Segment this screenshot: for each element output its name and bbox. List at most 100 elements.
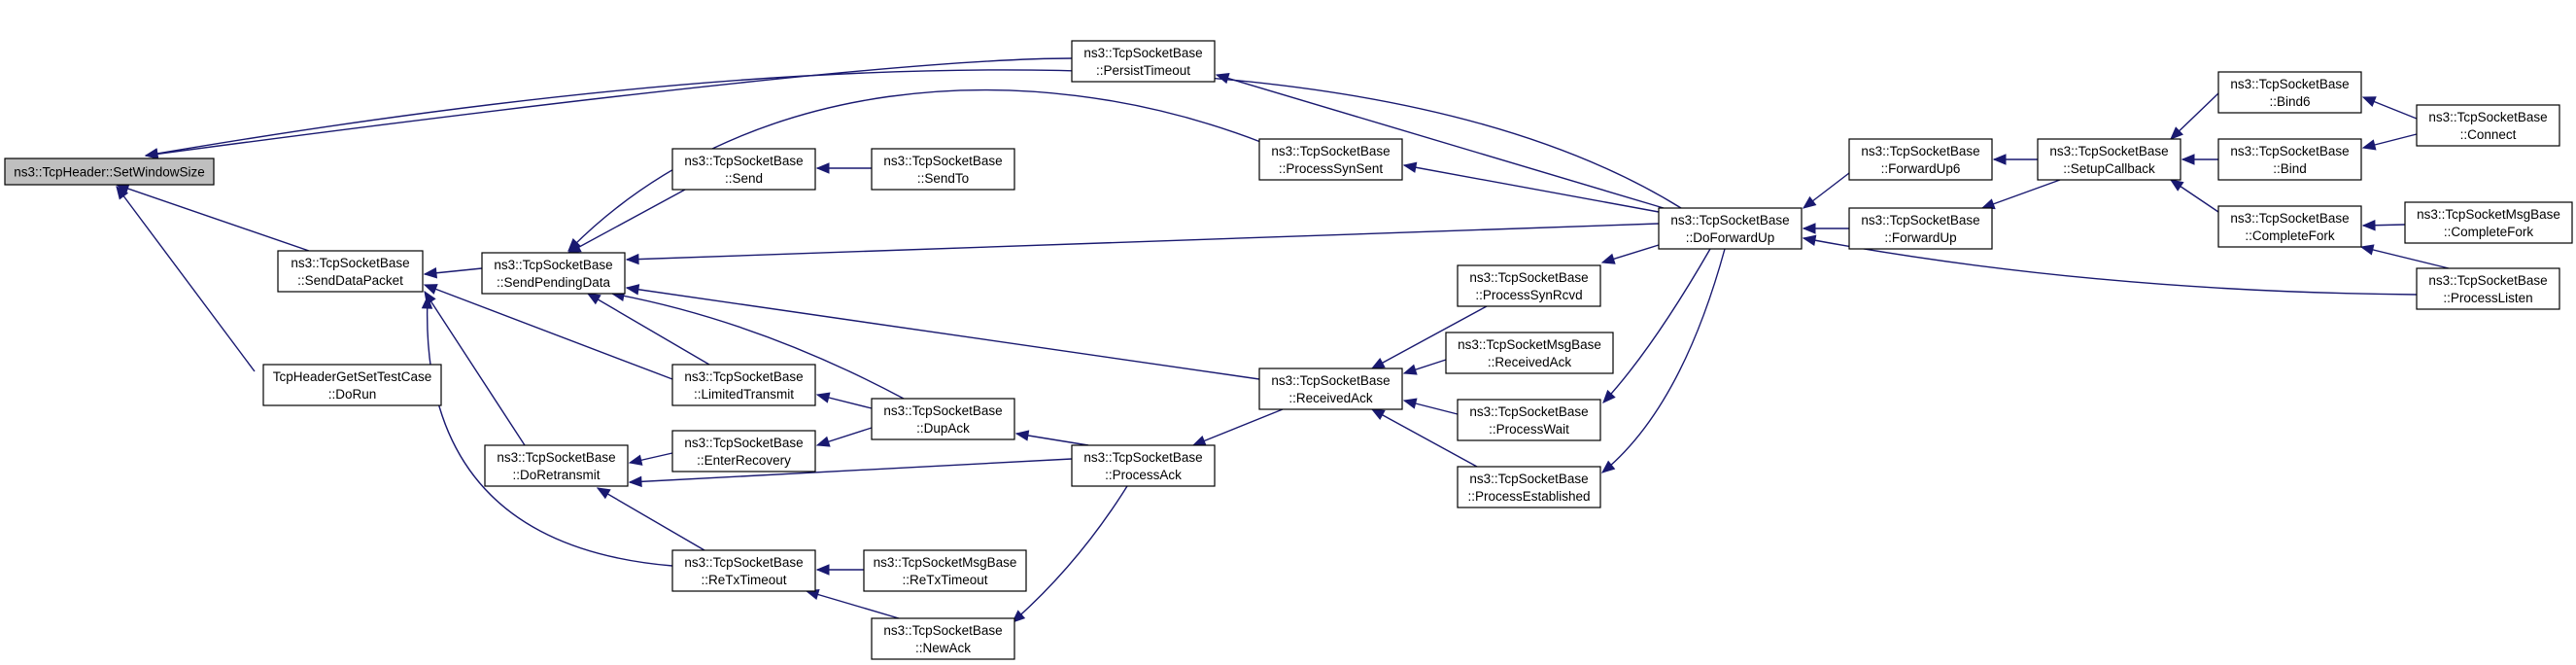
node-box[interactable] bbox=[1848, 207, 1993, 250]
node-box[interactable] bbox=[2404, 201, 2573, 244]
node-box[interactable] bbox=[4, 158, 215, 186]
node-box[interactable] bbox=[2217, 205, 2362, 248]
edge-retxtimeout-to-doretransmit bbox=[596, 487, 705, 551]
edge-doforwardup-to-processwait bbox=[1602, 248, 1711, 403]
node-sendto[interactable]: ns3::TcpSocketBase::SendTo bbox=[871, 148, 1015, 191]
node-box[interactable] bbox=[2416, 267, 2560, 310]
node-label: ::DoRetransmit bbox=[512, 468, 600, 482]
node-label: ns3::TcpSocketBase bbox=[494, 258, 612, 272]
arrowhead-icon bbox=[1215, 73, 1230, 85]
node-msgretx[interactable]: ns3::TcpSocketMsgBase::ReTxTimeout bbox=[863, 549, 1027, 592]
node-box[interactable] bbox=[1071, 444, 1216, 487]
arrowhead-icon bbox=[1191, 436, 1207, 446]
node-label: ::ForwardUp bbox=[1884, 230, 1956, 245]
node-label: ns3::TcpSocketBase bbox=[684, 369, 803, 384]
node-receivedack[interactable]: ns3::TcpSocketBase::ReceivedAck bbox=[1258, 368, 1403, 410]
node-dupack[interactable]: ns3::TcpSocketBase::DupAck bbox=[871, 398, 1015, 440]
node-msgcompletefork[interactable]: ns3::TcpSocketMsgBase::CompleteFork bbox=[2404, 201, 2573, 244]
node-forwardup[interactable]: ns3::TcpSocketBase::ForwardUp bbox=[1848, 207, 1993, 250]
node-label: ::ForwardUp6 bbox=[1881, 161, 1961, 176]
node-doforwardup[interactable]: ns3::TcpSocketBase::DoForwardUp bbox=[1658, 207, 1803, 250]
node-box[interactable] bbox=[1848, 138, 1993, 181]
node-msgreceivedack[interactable]: ns3::TcpSocketMsgBase::ReceivedAck bbox=[1445, 332, 1614, 374]
node-label: ns3::TcpSocketBase bbox=[684, 555, 803, 570]
node-label: ns3::TcpHeader::SetWindowSize bbox=[14, 165, 205, 180]
node-box[interactable] bbox=[1071, 40, 1216, 83]
edge-connect-to-bind bbox=[2361, 133, 2418, 151]
arrowhead-icon bbox=[2361, 96, 2377, 107]
edge-dupack-to-enterrecovery bbox=[815, 427, 873, 447]
node-label: ::SendDataPacket bbox=[297, 273, 403, 288]
edge-forwardup-to-doforwardup bbox=[1802, 223, 1849, 234]
edge-line bbox=[567, 189, 686, 254]
node-box[interactable] bbox=[2037, 138, 2181, 181]
node-bind[interactable]: ns3::TcpSocketBase::Bind bbox=[2217, 138, 2362, 181]
node-box[interactable] bbox=[2217, 138, 2362, 181]
arrowhead-icon bbox=[1992, 154, 2007, 165]
node-bind6[interactable]: ns3::TcpSocketBase::Bind6 bbox=[2217, 71, 2362, 114]
node-box[interactable] bbox=[484, 444, 629, 487]
node-label: ::LimitedTransmit bbox=[694, 387, 794, 402]
node-newack[interactable]: ns3::TcpSocketBase::NewAck bbox=[871, 617, 1015, 660]
node-limited[interactable]: ns3::TcpSocketBase::LimitedTransmit bbox=[671, 364, 816, 406]
node-processack[interactable]: ns3::TcpSocketBase::ProcessAck bbox=[1071, 444, 1216, 487]
node-doretransmit[interactable]: ns3::TcpSocketBase::DoRetransmit bbox=[484, 444, 629, 487]
node-label: ::ReceivedAck bbox=[1488, 355, 1572, 369]
node-box[interactable] bbox=[481, 252, 626, 295]
node-box[interactable] bbox=[262, 364, 442, 406]
node-connect[interactable]: ns3::TcpSocketBase::Connect bbox=[2416, 104, 2560, 147]
node-retxtimeout[interactable]: ns3::TcpSocketBase::ReTxTimeout bbox=[671, 549, 816, 592]
edge-processack-to-doretransmit bbox=[628, 458, 1073, 488]
arrowhead-icon bbox=[2169, 179, 2184, 192]
node-box[interactable] bbox=[1258, 368, 1403, 410]
edge-bind6-to-setupcallback bbox=[2170, 92, 2219, 140]
node-box[interactable] bbox=[671, 549, 816, 592]
edge-synsent-to-sendpending bbox=[567, 88, 1264, 252]
node-testcase[interactable]: TcpHeaderGetSetTestCase::DoRun bbox=[262, 364, 442, 406]
arrowhead-icon bbox=[1802, 223, 1816, 234]
node-forwardup6[interactable]: ns3::TcpSocketBase::ForwardUp6 bbox=[1848, 138, 1993, 181]
arrowhead-icon bbox=[1370, 408, 1386, 421]
node-enterrecovery[interactable]: ns3::TcpSocketBase::EnterRecovery bbox=[671, 430, 816, 472]
arrowhead-icon bbox=[1402, 364, 1418, 375]
arrowhead-icon bbox=[1802, 234, 1817, 246]
node-box[interactable] bbox=[1658, 207, 1803, 250]
node-box[interactable] bbox=[671, 430, 816, 472]
arrowhead-icon bbox=[1014, 430, 1030, 441]
node-label: ns3::TcpSocketBase bbox=[1083, 450, 1202, 465]
node-box[interactable] bbox=[871, 617, 1015, 660]
node-box[interactable] bbox=[671, 364, 816, 406]
node-sendpending[interactable]: ns3::TcpSocketBase::SendPendingData bbox=[481, 252, 626, 295]
node-send[interactable]: ns3::TcpSocketBase::Send bbox=[671, 148, 816, 191]
node-label: ::Bind bbox=[2273, 161, 2307, 176]
node-persist[interactable]: ns3::TcpSocketBase::PersistTimeout bbox=[1071, 40, 1216, 83]
node-box[interactable] bbox=[863, 549, 1027, 592]
node-box[interactable] bbox=[1457, 264, 1601, 307]
node-box[interactable] bbox=[277, 250, 424, 293]
node-box[interactable] bbox=[1457, 399, 1601, 441]
node-box[interactable] bbox=[2416, 104, 2560, 147]
edge-line bbox=[806, 590, 900, 619]
node-processwait[interactable]: ns3::TcpSocketBase::ProcessWait bbox=[1457, 399, 1601, 441]
node-box[interactable] bbox=[871, 398, 1015, 440]
node-box[interactable] bbox=[1457, 466, 1601, 508]
edge-line bbox=[629, 458, 1073, 483]
edge-processlisten-to-doforwardup bbox=[1802, 234, 2418, 296]
node-synrcvd[interactable]: ns3::TcpSocketBase::ProcessSynRcvd bbox=[1457, 264, 1601, 307]
node-synsent[interactable]: ns3::TcpSocketBase::ProcessSynSent bbox=[1258, 138, 1403, 181]
node-label: ::ReTxTimeout bbox=[701, 573, 786, 587]
node-box[interactable] bbox=[1258, 138, 1403, 181]
node-root[interactable]: ns3::TcpHeader::SetWindowSize bbox=[4, 158, 215, 186]
node-label: ns3::TcpSocketMsgBase bbox=[2417, 207, 2560, 222]
edge-dupack-to-limited bbox=[815, 392, 873, 409]
node-processlisten[interactable]: ns3::TcpSocketBase::ProcessListen bbox=[2416, 267, 2560, 310]
node-established[interactable]: ns3::TcpSocketBase::ProcessEstablished bbox=[1457, 466, 1601, 508]
node-setupcallback[interactable]: ns3::TcpSocketBase::SetupCallback bbox=[2037, 138, 2181, 181]
node-completefork[interactable]: ns3::TcpSocketBase::CompleteFork bbox=[2217, 205, 2362, 248]
node-box[interactable] bbox=[871, 148, 1015, 191]
edge-bind-to-setupcallback bbox=[2181, 154, 2218, 165]
node-senddatapacket[interactable]: ns3::TcpSocketBase::SendDataPacket bbox=[277, 250, 424, 293]
node-box[interactable] bbox=[671, 148, 816, 191]
node-box[interactable] bbox=[1445, 332, 1614, 374]
node-box[interactable] bbox=[2217, 71, 2362, 114]
